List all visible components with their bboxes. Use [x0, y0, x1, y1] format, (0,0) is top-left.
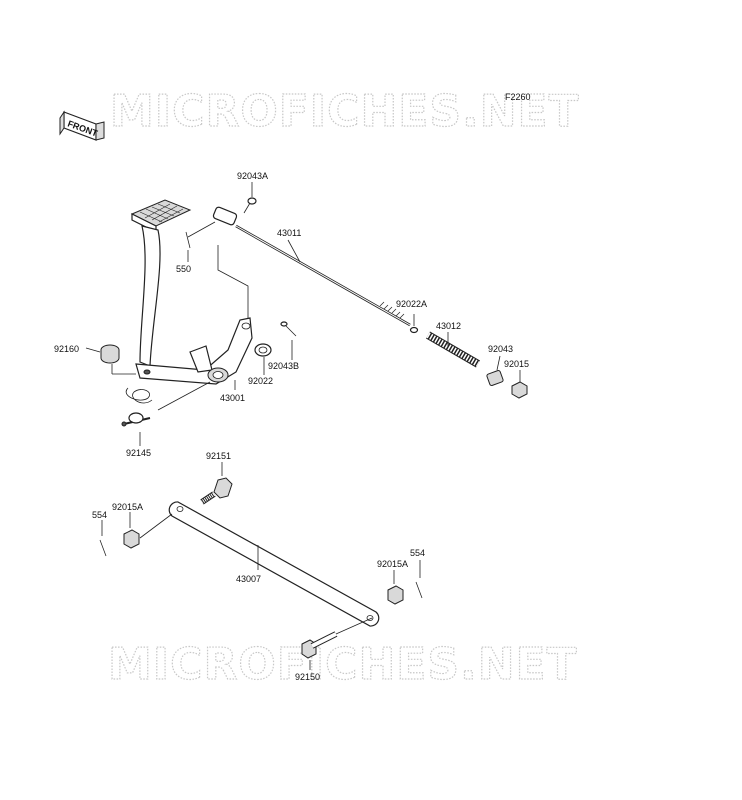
- label-92015A-left: 92015A: [112, 502, 143, 512]
- collar-92043: [486, 370, 504, 386]
- watermark-top: MICROFICHES.NET: [110, 86, 580, 137]
- label-92145: 92145: [126, 448, 151, 458]
- nut-92015A-left: [123, 529, 140, 549]
- brake-rod-43011: [212, 206, 411, 327]
- brake-pedal-43001: [130, 199, 253, 385]
- label-92022: 92022: [248, 376, 273, 386]
- nut-92015A-right: [387, 585, 404, 605]
- bolt-92150: [301, 631, 338, 659]
- bolt-92151: [200, 477, 233, 505]
- washer-92022A: [409, 326, 419, 334]
- figure-code: F2260: [505, 92, 531, 102]
- label-43001: 43001: [220, 393, 245, 403]
- label-92151: 92151: [206, 451, 231, 461]
- label-92043A: 92043A: [237, 171, 268, 181]
- label-554-left: 554: [92, 510, 107, 520]
- pin-92043A: [243, 197, 257, 214]
- stopper-92160: [100, 344, 120, 364]
- label-43011: 43011: [277, 228, 301, 238]
- label-92043B: 92043B: [268, 361, 299, 371]
- label-43007: 43007: [236, 574, 261, 584]
- label-554-right: 554: [410, 548, 425, 558]
- return-spring-92145: [121, 387, 153, 427]
- brake-link-43007: [168, 501, 380, 627]
- nut-92015: [511, 381, 528, 399]
- label-92015A-right: 92015A: [377, 559, 408, 569]
- label-92150: 92150: [295, 672, 320, 682]
- label-43012: 43012: [436, 321, 461, 331]
- watermark-bottom: MICROFICHES.NET: [108, 639, 578, 690]
- spring-43012: [425, 331, 481, 368]
- label-92015: 92015: [504, 359, 529, 369]
- label-92022A: 92022A: [396, 299, 427, 309]
- label-92160: 92160: [54, 344, 79, 354]
- front-arrow-icon: FRONT: [59, 110, 105, 141]
- label-92043: 92043: [488, 344, 513, 354]
- label-550: 550: [176, 264, 191, 274]
